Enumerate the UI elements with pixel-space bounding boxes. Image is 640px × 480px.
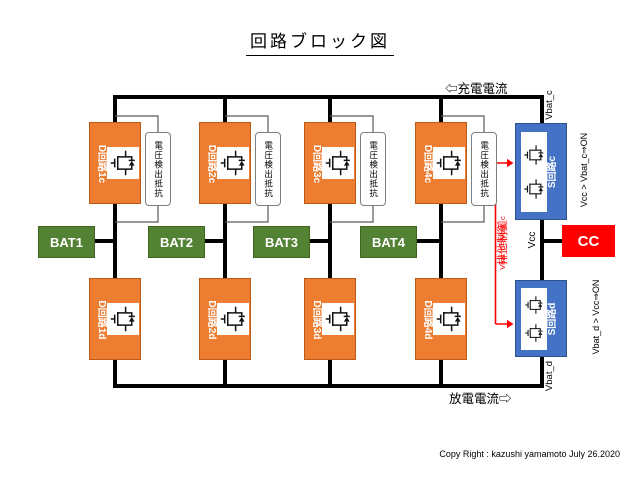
d-circuit-label: D回路1c (96, 144, 107, 184)
vbat-c-label: Vbat_c (544, 90, 555, 120)
battery-block-2: BAT2 (148, 226, 205, 258)
mosfet-box (107, 147, 139, 179)
voltage-detector-label: 電圧検出抵抗 (368, 140, 379, 198)
d-circuit-block-1c: D回路1c (89, 122, 141, 204)
mosfet-box (107, 303, 139, 335)
voltage-detector-box-1: 電圧検出抵抗 (145, 132, 171, 206)
vcc-label: Vcc (527, 231, 538, 249)
battery-block-1: BAT1 (38, 226, 95, 258)
d-circuit-label: D回路2c (206, 144, 217, 184)
mosfet-icon (524, 323, 544, 343)
d-circuit-label: D回路3d (311, 300, 322, 340)
d-circuit-block-1d: D回路1d (89, 278, 141, 360)
mosfet-icon (435, 305, 463, 333)
vbat-d-label: Vbat_d (544, 360, 555, 392)
mosfet-icon (435, 149, 463, 177)
voltage-detector-box-2: 電圧検出抵抗 (255, 132, 281, 206)
d-circuit-block-4c: D回路4c (415, 122, 467, 204)
mosfet-box (322, 147, 354, 179)
mosfet-icon (324, 149, 352, 177)
voltage-detector-label: 電圧検出抵抗 (153, 140, 164, 198)
s-circuit-block-c: S回路c (515, 123, 567, 220)
d-circuit-block-2c: D回路2c (199, 122, 251, 204)
mosfet-box (433, 147, 465, 179)
mosfet-box (217, 303, 249, 335)
d-circuit-block-3d: D回路3d (304, 278, 356, 360)
charge-current-label: ⇦充電電流 (445, 82, 508, 96)
s-circuit-label: S回路d (547, 302, 558, 336)
mosfet-box (521, 288, 547, 350)
voltage-detector-box-3: 電圧検出抵抗 (360, 132, 386, 206)
s-circuit-block-d: S回路d (515, 280, 567, 357)
mosfet-icon (523, 178, 545, 200)
d-circuit-label: D回路3c (311, 144, 322, 184)
d-circuit-label: D回路4d (422, 300, 433, 340)
d-circuit-block-4d: D回路4d (415, 278, 467, 360)
mosfet-box (521, 132, 547, 212)
battery-block-4: BAT4 (360, 226, 417, 258)
s-d-condition-label: Vbat_d > Vcc⇒ON (591, 279, 601, 355)
mosfet-icon (219, 305, 247, 333)
s-c-condition-label: Vcc > Vbat_c⇒ON (579, 132, 589, 208)
discharge-current-label: 放電電流⇨ (449, 392, 512, 406)
mosfet-box (217, 147, 249, 179)
mosfet-icon (219, 149, 247, 177)
mosfet-icon (523, 144, 545, 166)
exclusive-condition-label: Vbat_d≒Vbat_c (498, 216, 507, 270)
mosfet-box (433, 303, 465, 335)
d-circuit-block-2d: D回路2d (199, 278, 251, 360)
d-circuit-label: D回路4c (422, 144, 433, 184)
cc-block: CC (562, 225, 615, 257)
mosfet-icon (524, 295, 544, 315)
voltage-detector-box-4: 電圧検出抵抗 (471, 132, 497, 206)
voltage-detector-label: 電圧検出抵抗 (263, 140, 274, 198)
copyright-text: Copy Right : kazushi yamamoto July 26.20… (439, 449, 620, 459)
mosfet-icon (109, 149, 137, 177)
page-title: 回路ブロック図 (246, 27, 394, 56)
mosfet-box (322, 303, 354, 335)
title-wrap: 回路ブロック図 (0, 27, 640, 56)
mosfet-icon (324, 305, 352, 333)
d-circuit-block-3c: D回路3c (304, 122, 356, 204)
d-circuit-label: D回路1d (96, 300, 107, 340)
s-circuit-label: S回路c (547, 155, 558, 189)
mosfet-icon (109, 305, 137, 333)
battery-block-3: BAT3 (253, 226, 310, 258)
voltage-detector-label: 電圧検出抵抗 (479, 140, 490, 198)
d-circuit-label: D回路2d (206, 300, 217, 340)
